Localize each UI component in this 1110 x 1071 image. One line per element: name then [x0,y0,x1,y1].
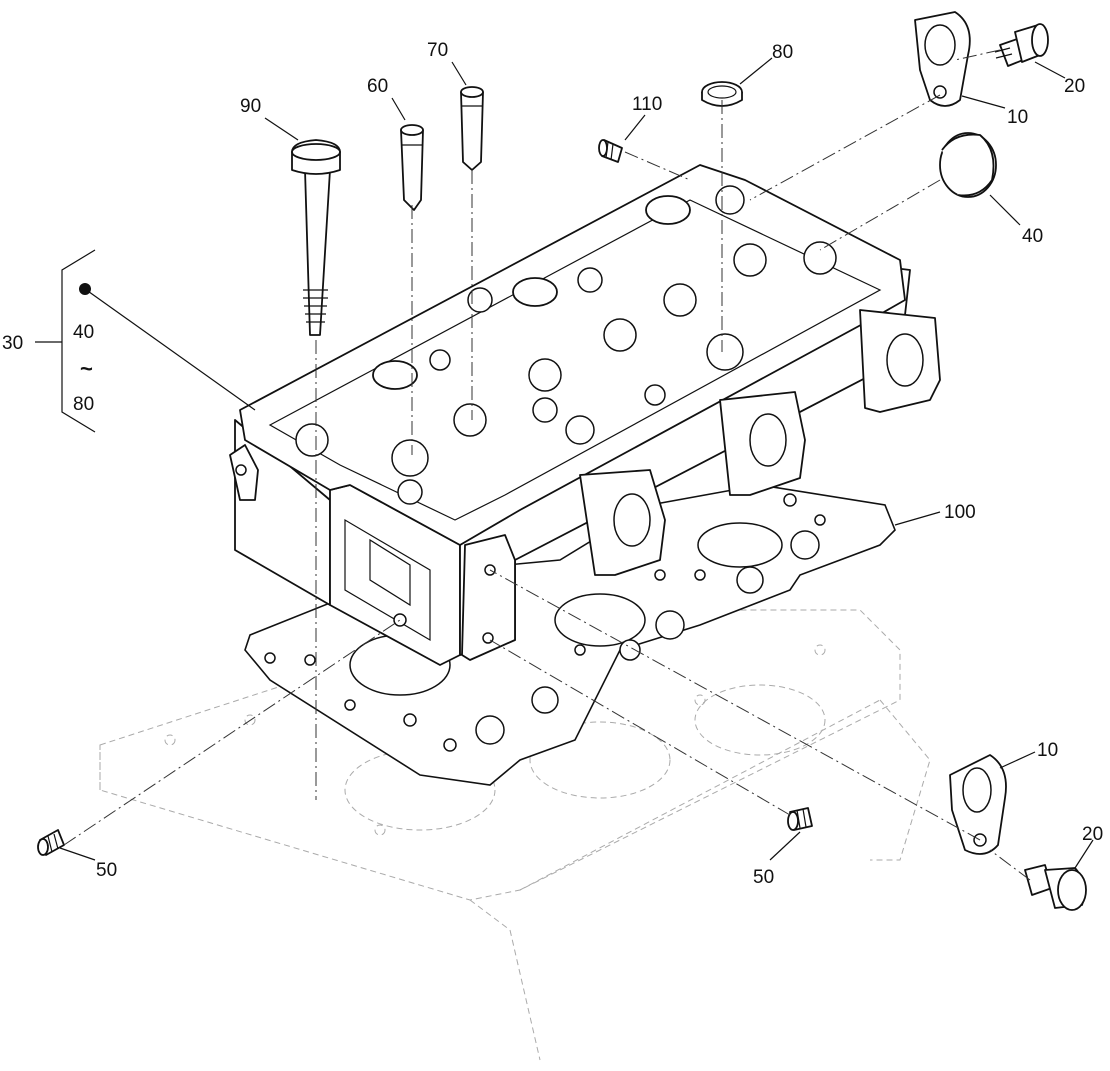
group-30-to: 80 [73,394,94,415]
head-gasket [244,484,896,786]
callout-10-bottom: 10 [1037,740,1058,761]
head-bolt-90 [291,139,341,336]
callout-100: 100 [944,502,976,523]
callout-10-top: 10 [1007,107,1028,128]
cylinder-head [229,164,941,666]
bolt-20-bottom [1024,864,1087,911]
group-30-from: 40 [73,322,94,343]
group-bracket-30 [35,249,256,433]
lifting-bracket-10-bottom [949,754,1007,855]
callout-30: 30 [2,333,23,354]
lifting-bracket-10-top [914,11,971,107]
callout-70: 70 [427,40,448,61]
cap-plug-40 [939,132,997,198]
callout-80: 80 [772,42,793,63]
leader-lines [59,57,1094,869]
plug-50-left [37,829,65,856]
valve-guide-60 [400,124,424,211]
plug-50-right [787,807,813,831]
callout-20-bottom: 20 [1082,824,1103,845]
callout-20-top: 20 [1064,76,1085,97]
callout-labels: 90 60 70 80 110 20 10 40 100 10 20 50 50… [2,40,1103,888]
callout-40: 40 [1022,226,1043,247]
group-30-tilde: ~ [80,356,93,381]
callout-50-right: 50 [753,867,774,888]
plug-110 [598,139,623,163]
assembly-center-lines [63,49,1031,881]
callout-110: 110 [632,94,662,115]
callout-90: 90 [240,96,261,117]
valve-guide-70 [460,86,484,171]
bolt-20-top [994,23,1049,67]
callout-60: 60 [367,76,388,97]
seal-ring-80 [701,81,743,107]
callout-50-left: 50 [96,860,117,881]
